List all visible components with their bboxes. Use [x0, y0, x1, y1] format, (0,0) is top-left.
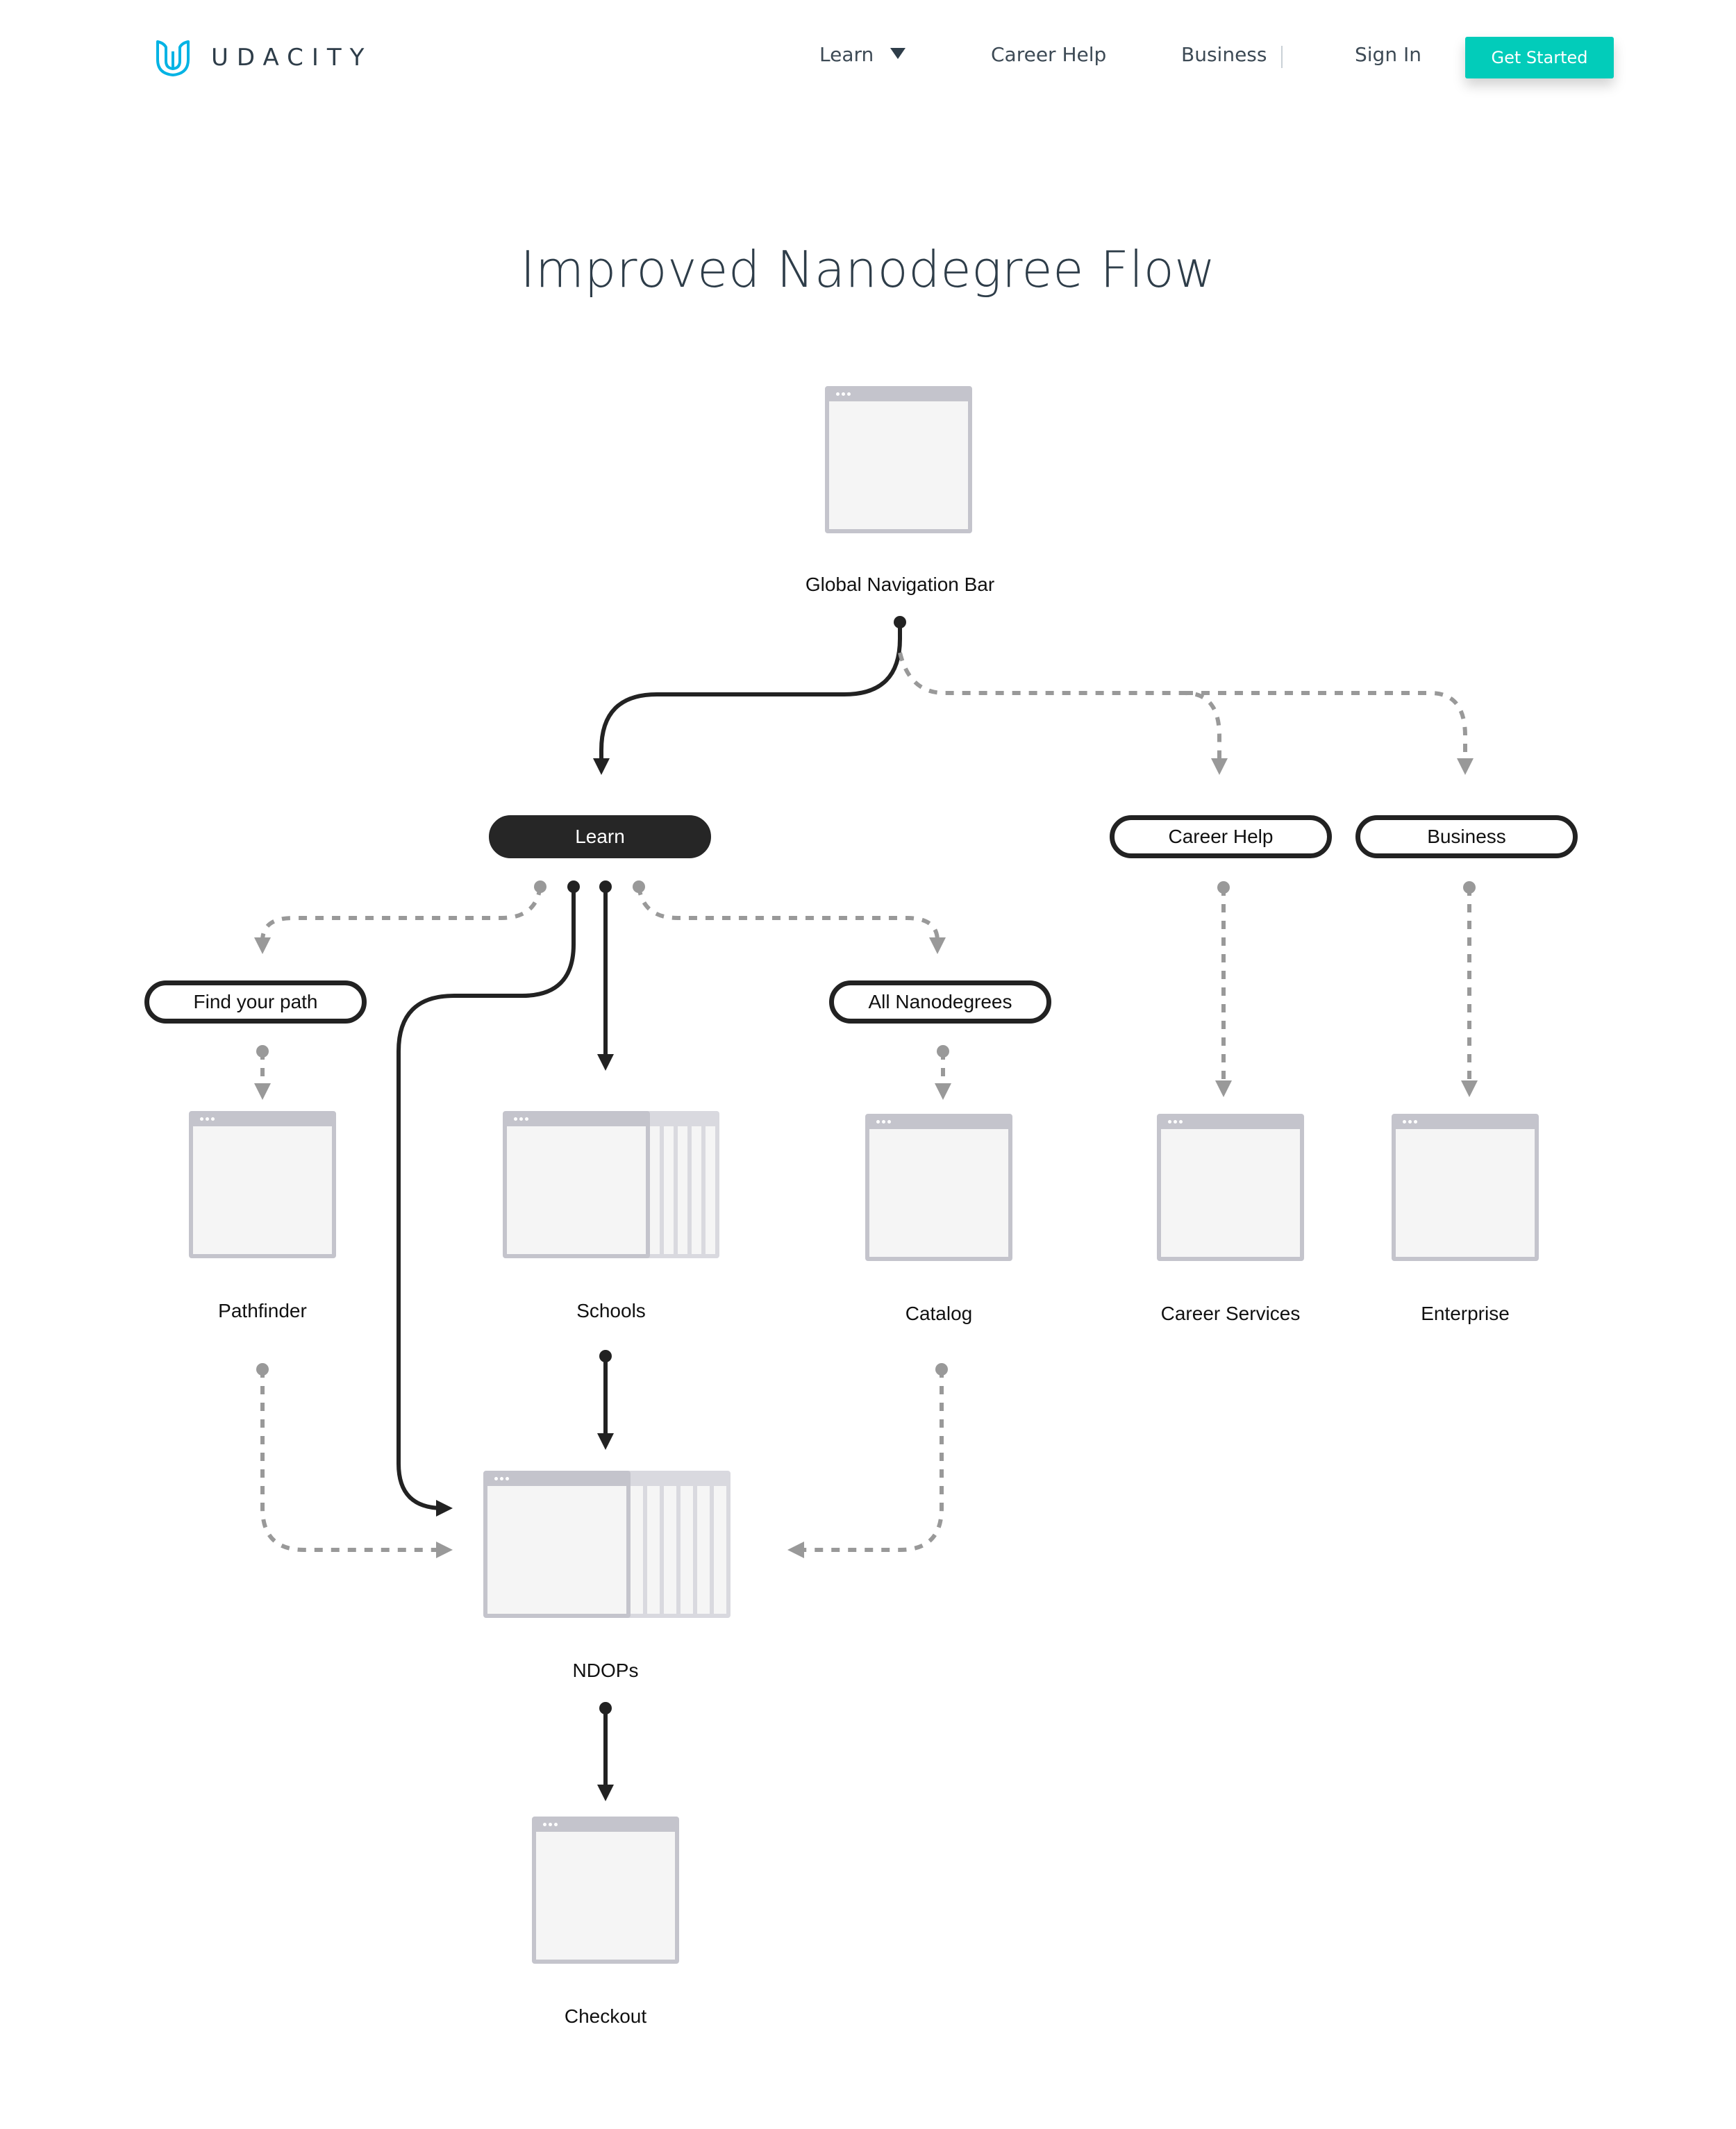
logo-wordmark: UDACITY [211, 44, 373, 72]
catalog-label: Catalog [905, 1303, 973, 1324]
all-nanodegrees-node: All Nanodegrees [829, 980, 1051, 1024]
edge-learn-to-schools [597, 880, 614, 1071]
edge-all-nanodegrees-to-catalog [935, 1045, 951, 1100]
ndops-page-stack [483, 1471, 731, 1618]
edge-nav-to-learn [593, 616, 906, 775]
nav-sign-in[interactable]: Sign In [1355, 43, 1421, 66]
udacity-logo-icon [156, 40, 190, 76]
page-title: Improved Nanodegree Flow [520, 240, 1216, 299]
get-started-button[interactable]: Get Started [1465, 37, 1614, 78]
udacity-logo[interactable]: UDACITY [154, 37, 372, 78]
edge-catalog-to-ndops [787, 1363, 948, 1558]
edge-nav-to-career-business [898, 652, 1474, 775]
edge-business-to-enterprise [1461, 881, 1478, 1097]
edge-pathfinder-to-ndops [256, 1363, 453, 1558]
checkout-page-wireframe [532, 1817, 679, 1964]
nav-business[interactable]: Business [1181, 43, 1267, 66]
edge-schools-to-ndops [597, 1350, 614, 1450]
nav-learn[interactable]: Learn [819, 43, 906, 66]
edge-ndops-to-checkout [597, 1702, 614, 1801]
caret-down-icon [890, 48, 906, 59]
checkout-label: Checkout [564, 2005, 647, 2027]
catalog-page-wireframe [865, 1114, 1012, 1261]
pathfinder-page-wireframe [189, 1111, 336, 1258]
nav-career-help[interactable]: Career Help [991, 43, 1107, 66]
career-services-page-wireframe [1157, 1114, 1304, 1261]
nav-learn-label: Learn [819, 43, 874, 66]
edge-learn-to-ndops [397, 880, 580, 1517]
ndops-label: NDOPs [572, 1660, 639, 1681]
schools-page-stack [503, 1111, 719, 1258]
edge-learn-to-find-your-path [254, 880, 546, 954]
global-nav-page-wireframe [825, 386, 972, 533]
pathfinder-label: Pathfinder [218, 1300, 307, 1321]
enterprise-page-wireframe [1392, 1114, 1539, 1261]
enterprise-label: Enterprise [1421, 1303, 1510, 1324]
career-help-node: Career Help [1110, 815, 1332, 858]
find-your-path-node: Find your path [144, 980, 367, 1024]
schools-label: Schools [576, 1300, 646, 1321]
global-nav-label: Global Navigation Bar [805, 574, 995, 595]
edge-career-help-to-career-services [1215, 881, 1232, 1097]
edge-find-your-path-to-pathfinder [254, 1045, 271, 1100]
nav-divider [1281, 46, 1283, 68]
career-services-label: Career Services [1160, 1303, 1301, 1324]
business-node: Business [1355, 815, 1578, 858]
learn-node: Learn [489, 815, 711, 858]
edge-learn-to-all-nanodegrees [633, 880, 946, 954]
